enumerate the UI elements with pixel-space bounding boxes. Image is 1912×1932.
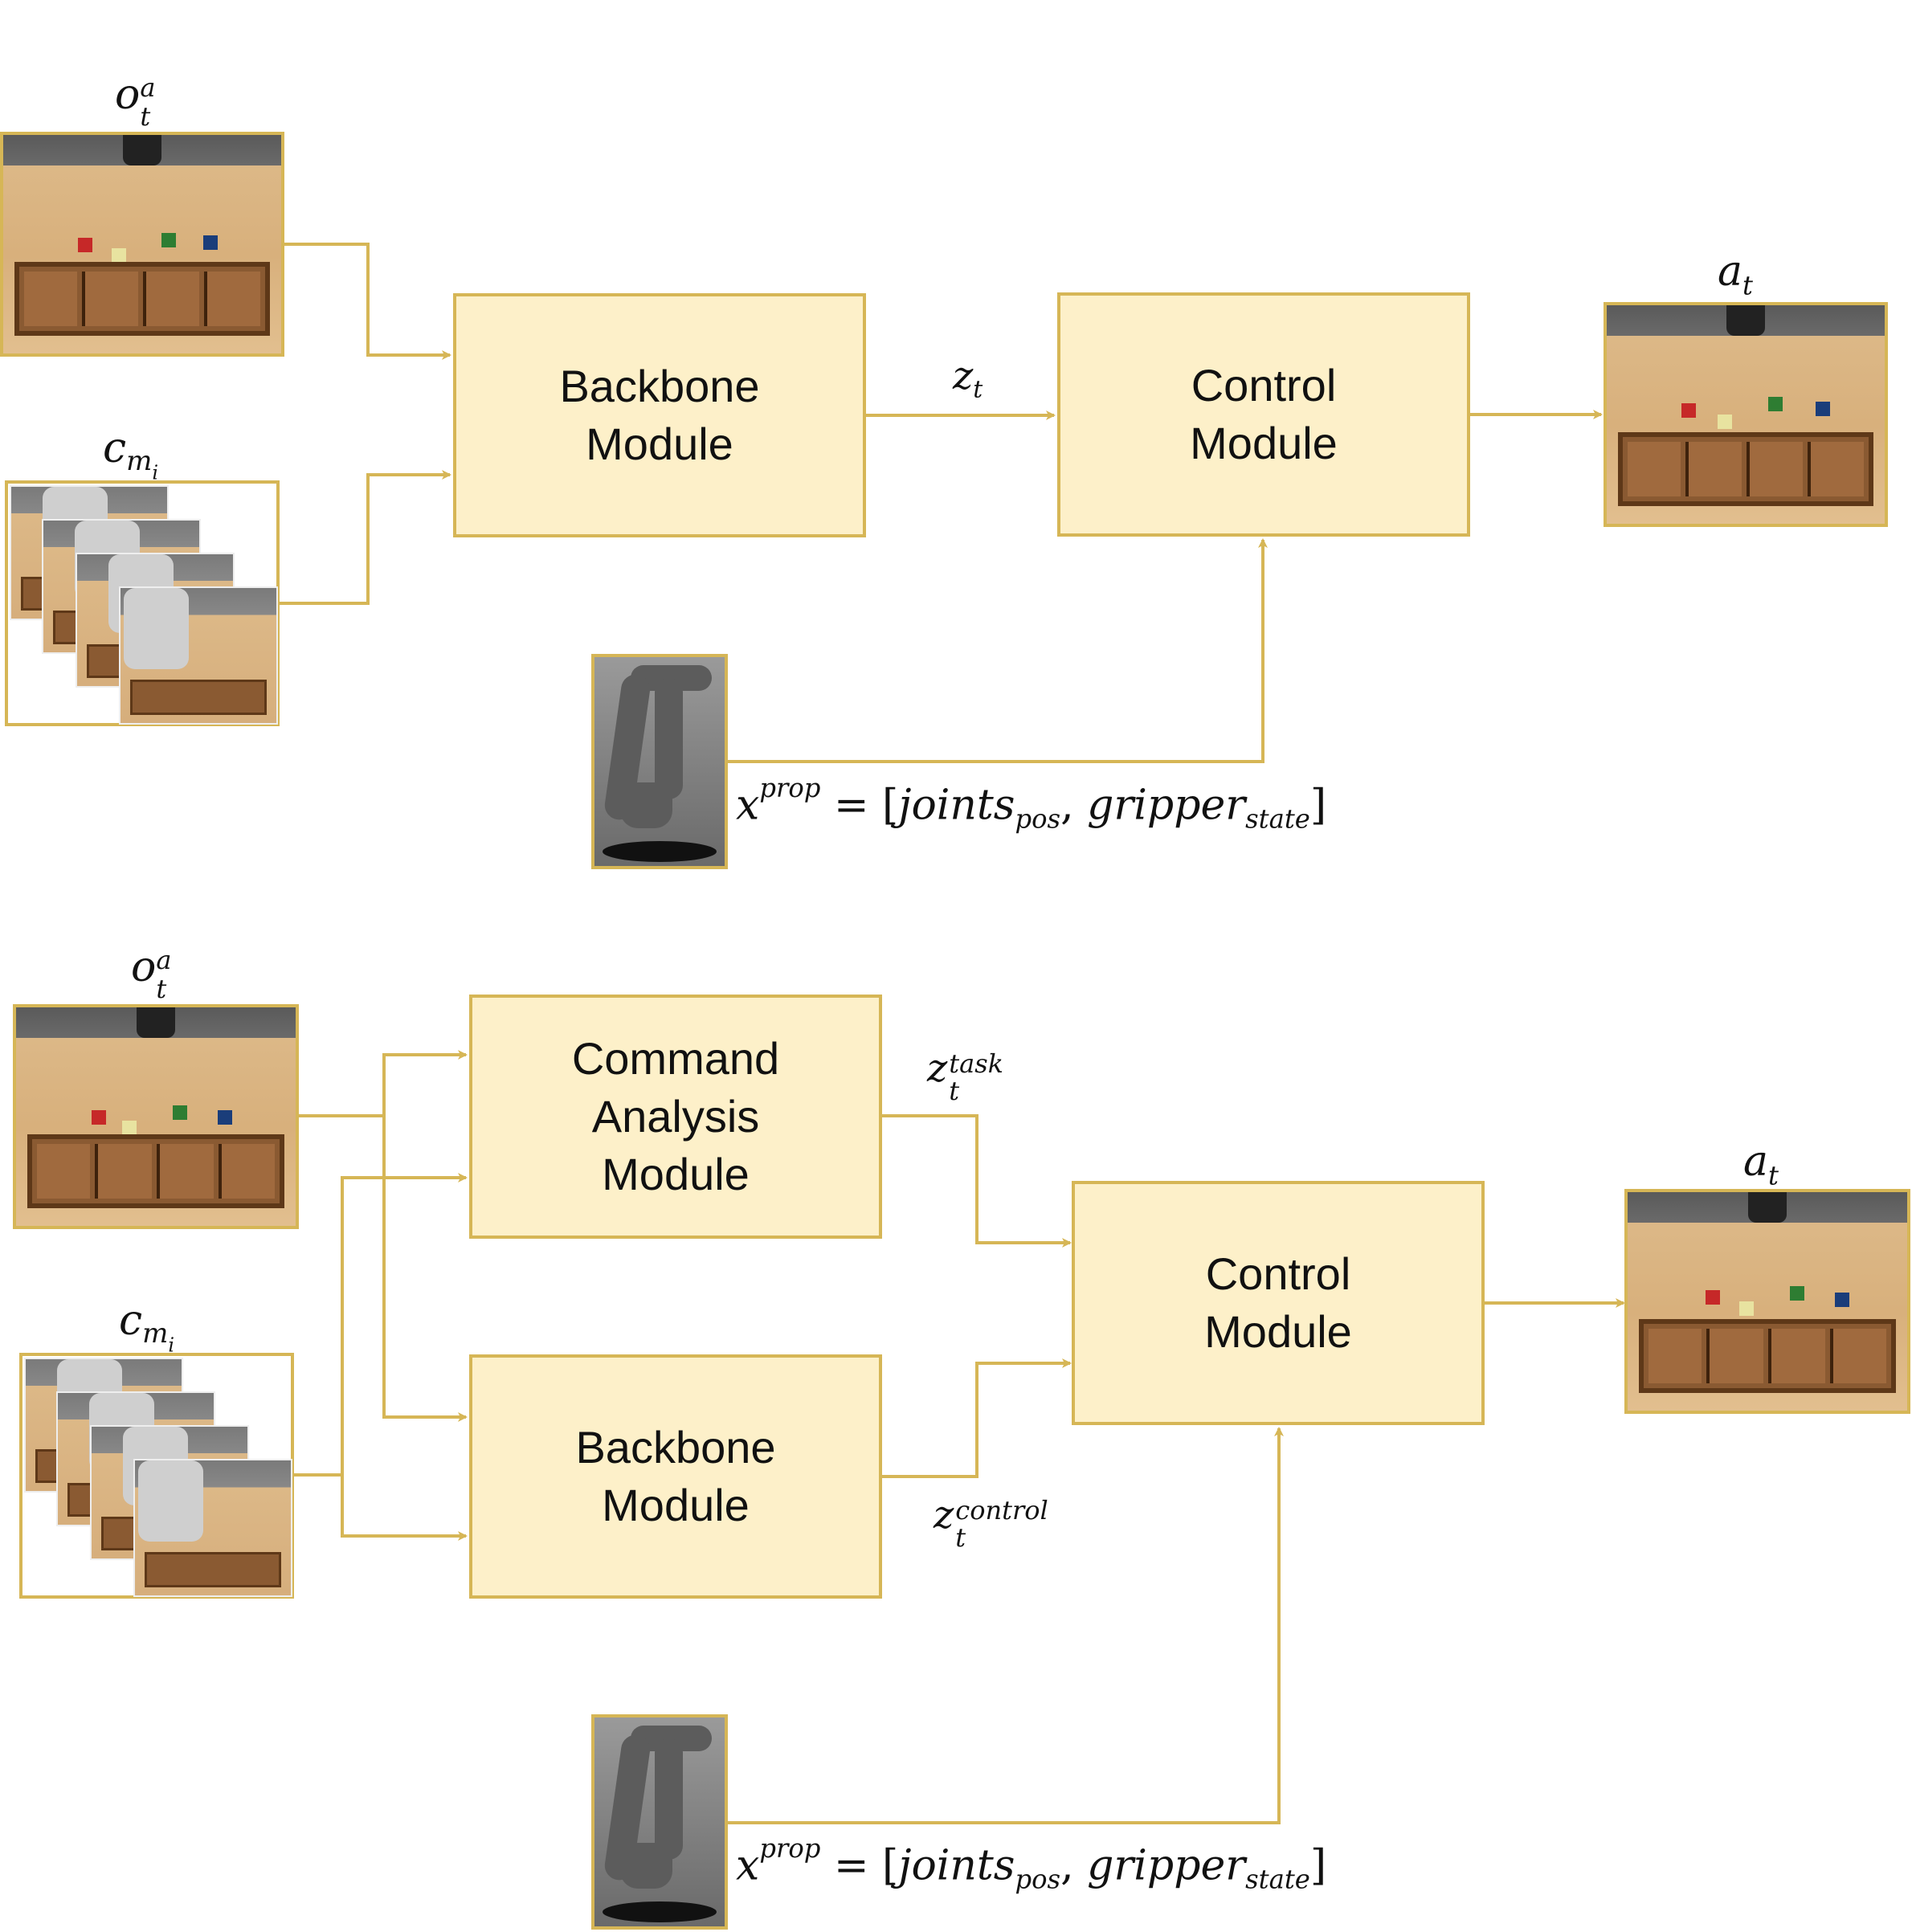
wire-cmd-to-command xyxy=(292,1173,468,1477)
wire-cmd-to-backbone-b xyxy=(341,1475,468,1541)
backbone-module-b-line2: Module xyxy=(602,1480,750,1530)
wire-prop-to-control xyxy=(727,538,1268,763)
wire-obs-to-command xyxy=(299,1050,468,1117)
observation-image-b xyxy=(13,1004,299,1229)
backbone-module-b-line1: Backbone xyxy=(575,1422,776,1473)
command-analysis-line1: Command xyxy=(571,1033,780,1084)
command-analysis-module: Command Analysis Module xyxy=(469,995,882,1239)
command-label-b: cmi xyxy=(119,1297,175,1357)
action-image-b xyxy=(1624,1189,1910,1414)
command-label: cmi xyxy=(103,424,159,484)
backbone-module-line1: Backbone xyxy=(559,361,760,412)
robot-proprioception-image-b xyxy=(591,1714,728,1930)
robot-proprioception-image xyxy=(591,654,728,869)
wire-obs-to-backbone-b xyxy=(382,1116,468,1422)
command-analysis-line3: Module xyxy=(602,1148,750,1199)
control-module-line1: Control xyxy=(1191,360,1337,411)
wire-command-to-control xyxy=(879,1114,1072,1248)
task-latent-label: z task t xyxy=(927,1046,1004,1106)
action-label: at xyxy=(1718,247,1753,301)
latent-label: zt xyxy=(953,353,983,404)
control-module-b: Control Module xyxy=(1072,1181,1485,1425)
backbone-module: Backbone Module xyxy=(453,293,866,537)
action-image xyxy=(1604,302,1888,527)
proprioception-equation-b: xprop = [jointspos, gripperstate] xyxy=(736,1833,1327,1895)
action-label-b: at xyxy=(1743,1138,1779,1191)
backbone-module-b: Backbone Module xyxy=(469,1354,882,1599)
observation-image xyxy=(0,132,284,357)
obs-label-b: o a t xyxy=(131,943,172,1004)
wire-prop-to-control-b xyxy=(727,1427,1284,1824)
control-module: Control Module xyxy=(1057,292,1470,537)
wire-backbone-to-control-b xyxy=(879,1358,1072,1478)
command-analysis-line2: Analysis xyxy=(591,1091,760,1142)
command-demo-frames-b xyxy=(19,1353,294,1599)
control-module-b-line2: Module xyxy=(1204,1306,1352,1357)
obs-label: o a t xyxy=(115,71,156,132)
control-module-b-line1: Control xyxy=(1205,1248,1351,1300)
proprioception-equation: xprop = [jointspos, gripperstate] xyxy=(736,773,1327,835)
wire-obs-to-backbone xyxy=(283,243,451,360)
backbone-module-line2: Module xyxy=(586,419,733,469)
control-module-line2: Module xyxy=(1190,418,1338,468)
control-latent-label: z control t xyxy=(934,1493,1048,1553)
command-demo-frames xyxy=(5,480,280,726)
wire-cmd-to-backbone xyxy=(278,470,451,605)
